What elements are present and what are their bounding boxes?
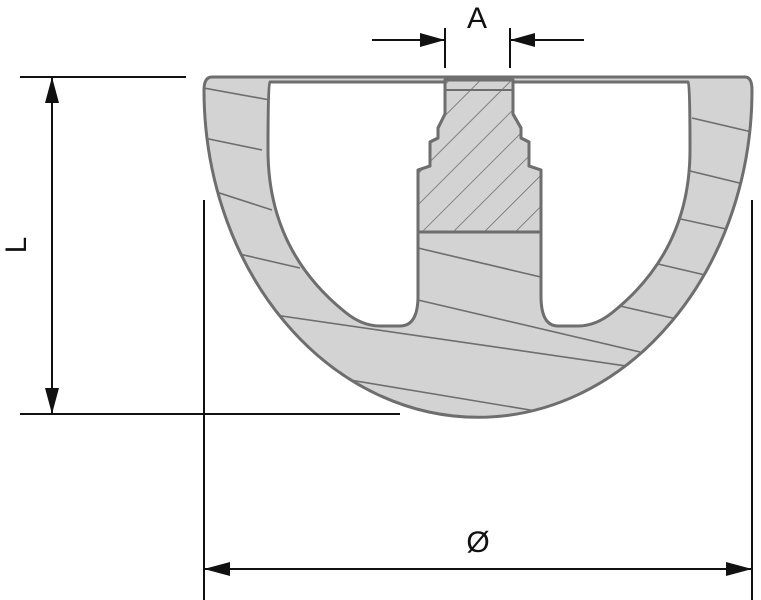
dimension-a-label: A	[467, 2, 487, 35]
dimension-l	[20, 76, 400, 415]
diameter-label: Ø	[466, 526, 489, 559]
dimension-l-label: L	[0, 237, 33, 254]
dimension-diameter	[203, 200, 753, 600]
dimension-a	[372, 28, 584, 68]
inner-cavity	[266, 80, 692, 328]
